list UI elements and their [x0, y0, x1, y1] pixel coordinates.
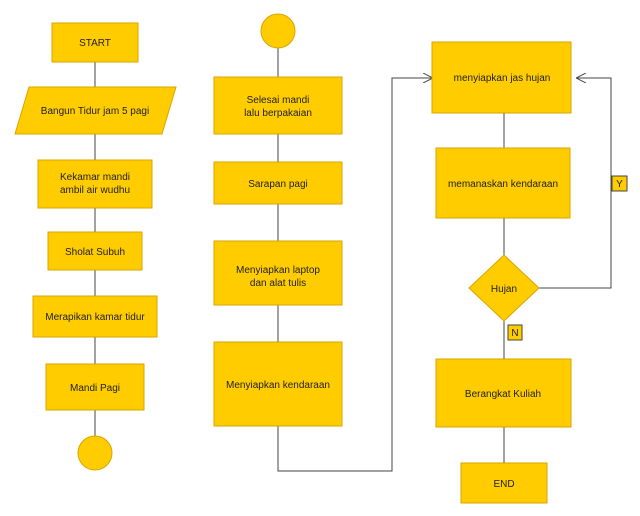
- selesai-label-line2: lalu berpakaian: [244, 108, 312, 119]
- start-label: START: [79, 38, 111, 49]
- sholat-label: Sholat Subuh: [65, 247, 125, 258]
- bangun-label: Bangun Tidur jam 5 pagi: [41, 106, 149, 117]
- hujan-label: Hujan: [491, 284, 517, 295]
- laptop-label-line1: Menyiapkan laptop: [236, 265, 320, 276]
- end-node: END: [460, 462, 548, 504]
- jas-label: menyiapkan jas hujan: [454, 73, 551, 84]
- sarapan-node: Sarapan pagi: [213, 161, 343, 205]
- merapikan-node: Merapikan kamar tidur: [32, 295, 158, 338]
- end-connector-circle: [77, 435, 113, 471]
- kekamar-label-line1: Kekamar mandi: [60, 172, 130, 183]
- jas-node: menyiapkan jas hujan: [431, 41, 572, 114]
- merapikan-label: Merapikan kamar tidur: [45, 312, 145, 323]
- mandi-label: Mandi Pagi: [70, 383, 120, 394]
- start-node: START: [51, 22, 139, 63]
- no-label: N: [511, 328, 518, 339]
- kekamar-label-line2: ambil air wudhu: [60, 185, 130, 196]
- start-connector-circle: [260, 13, 296, 49]
- kendaraan-label: Menyiapkan kendaraan: [226, 380, 330, 391]
- bangun-node: Bangun Tidur jam 5 pagi: [14, 86, 177, 135]
- no-branch-badge: N: [507, 324, 523, 341]
- selesai-label-line1: Selesai mandi: [247, 95, 310, 106]
- sarapan-label: Sarapan pagi: [248, 179, 308, 190]
- yes-branch-badge: Y: [611, 175, 628, 192]
- kekamar-node: Kekamar mandi ambil air wudhu: [37, 159, 153, 209]
- laptop-label-line2: dan alat tulis: [250, 278, 306, 289]
- kendaraan-node: Menyiapkan kendaraan: [213, 341, 343, 427]
- edge-hujan-yes: [539, 78, 612, 289]
- hujan-decision: Hujan: [468, 254, 540, 322]
- sholat-node: Sholat Subuh: [47, 231, 143, 271]
- berangkat-node: Berangkat Kuliah: [435, 358, 572, 428]
- berangkat-label: Berangkat Kuliah: [465, 389, 541, 400]
- end-label: END: [493, 479, 514, 490]
- memanaskan-node: memanaskan kendaraan: [435, 147, 571, 219]
- yes-label: Y: [616, 179, 623, 190]
- laptop-node: Menyiapkan laptop dan alat tulis: [213, 240, 343, 306]
- edges: [94, 48, 612, 472]
- edge-kendaraan-jas: [277, 78, 432, 472]
- memanaskan-label: memanaskan kendaraan: [448, 179, 558, 190]
- mandi-node: Mandi Pagi: [45, 363, 145, 411]
- selesai-node: Selesai mandi lalu berpakaian: [213, 76, 343, 135]
